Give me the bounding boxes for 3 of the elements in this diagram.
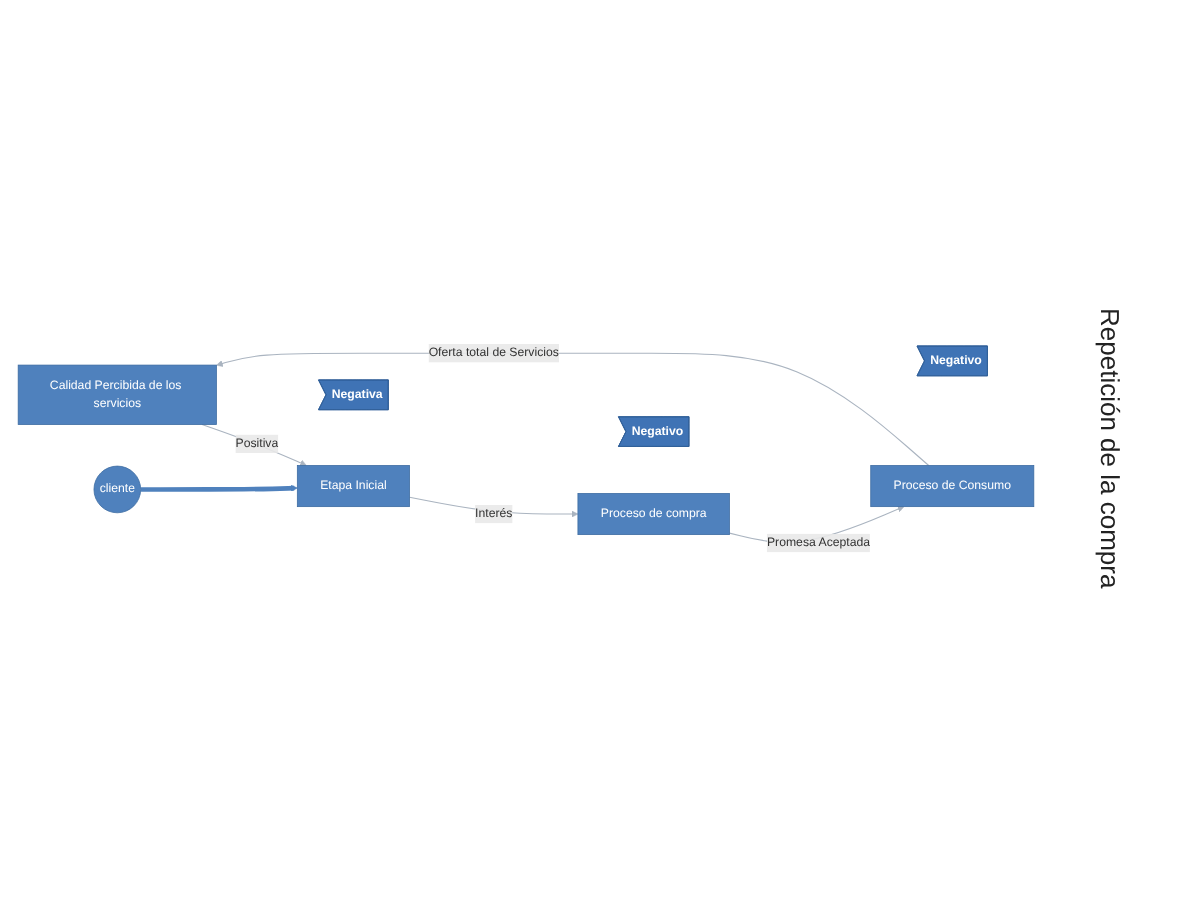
arrow: [216, 353, 930, 467]
arrow: [140, 485, 298, 493]
note-text: Repetición de la compra: [1095, 308, 1125, 590]
